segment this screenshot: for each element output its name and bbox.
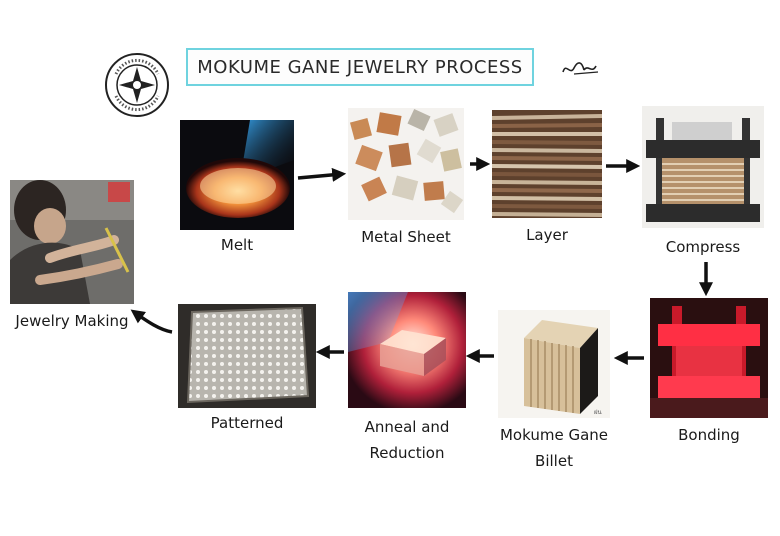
metal-sheet-photo [348, 108, 464, 220]
jewelry-making-photo [10, 180, 134, 304]
arrow-melt-to-sheet [297, 167, 347, 182]
melt-label: Melt [220, 236, 254, 254]
title-box: MOKUME GANE JEWELRY PROCESS [186, 48, 534, 86]
bonding-label: Bonding [678, 426, 740, 444]
compress-label: Compress [665, 238, 741, 256]
melt-photo [180, 120, 294, 230]
billet-label-line1: Mokume Gane [499, 426, 608, 444]
jewelry-making-label: Jewelry Making [15, 312, 129, 330]
patterned-photo [178, 304, 316, 408]
patterned-label: Patterned [210, 414, 284, 432]
layer-photo [492, 110, 602, 218]
metal-sheet-label: Metal Sheet [361, 228, 451, 246]
signature-mark [562, 62, 599, 75]
anneal-label-line2: Reduction [369, 444, 445, 462]
billet-label: Mokume Gane Billet [490, 422, 618, 474]
diagram-title: MOKUME GANE JEWELRY PROCESS [197, 56, 523, 78]
company-seal-logo [105, 53, 169, 117]
svg-text:ฝน: ฝน [594, 409, 602, 416]
billet-label-line2: Billet [535, 452, 573, 470]
billet-photo: ฝน [498, 310, 610, 418]
anneal-label-line1: Anneal and [364, 418, 450, 436]
layer-label: Layer [526, 226, 568, 244]
arrow-patterned-to-jewelry [130, 309, 173, 334]
bonding-photo [650, 298, 768, 418]
compress-photo [642, 106, 764, 228]
anneal-photo [348, 292, 466, 408]
anneal-label: Anneal and Reduction [348, 414, 466, 466]
